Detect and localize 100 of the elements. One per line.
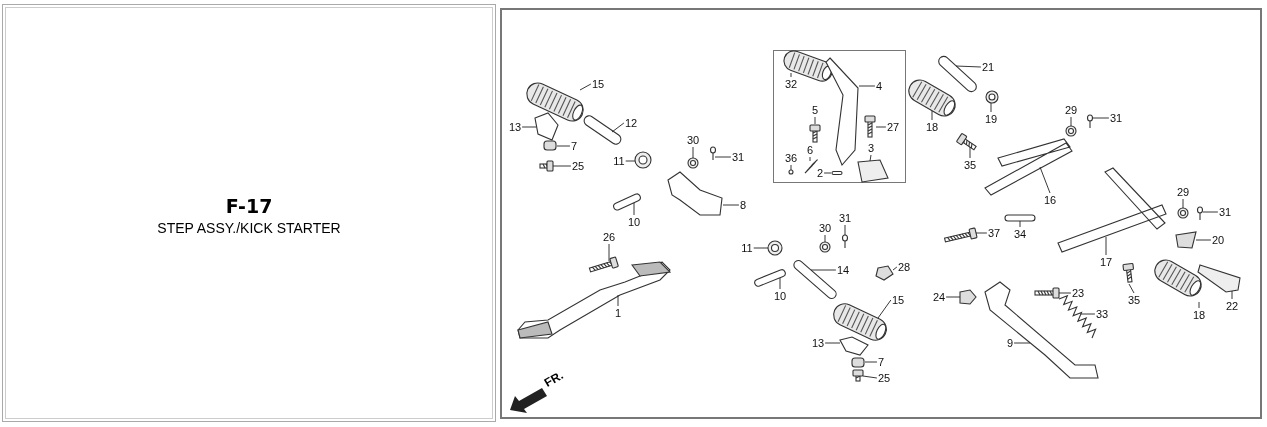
page-code: F-17 (225, 195, 273, 217)
leader-line (608, 243, 610, 262)
leader-line (1039, 166, 1051, 194)
leader-line (579, 83, 592, 91)
stay-drawing (1057, 167, 1167, 253)
leader-line (809, 156, 811, 162)
leader-line (892, 266, 898, 271)
callout-number: 7 (877, 356, 885, 368)
callout-number: 13 (508, 121, 522, 133)
brake-pedal-drawing (517, 261, 672, 339)
bracket-drawing (857, 159, 889, 183)
callout-number: 4 (875, 80, 883, 92)
leader-line (617, 294, 619, 307)
leader-line (790, 72, 792, 78)
subassembly-frame (773, 50, 906, 183)
washer-drawing (1065, 125, 1077, 137)
leader-line (1105, 236, 1107, 256)
callout-number: 36 (784, 152, 798, 164)
callout-number: 28 (897, 261, 911, 273)
callout-number: 29 (1064, 104, 1078, 116)
leader-line (722, 204, 740, 206)
leader-line (844, 224, 846, 236)
leader-line (1013, 342, 1031, 344)
leader-line (1198, 301, 1200, 309)
kick-lever-drawing (825, 57, 859, 167)
leader-line (864, 361, 878, 363)
callout-number: 34 (1013, 228, 1027, 240)
plate-drawing (1197, 264, 1241, 293)
stay-drawing (984, 138, 1073, 196)
callout-number: 31 (731, 151, 745, 163)
callout-number: 33 (1095, 308, 1109, 320)
leader-line (814, 116, 816, 125)
callout-number: 30 (686, 134, 700, 146)
leader-line (955, 65, 982, 68)
leader-line (810, 269, 837, 271)
leader-line (552, 165, 572, 167)
callout-number: 31 (1218, 206, 1232, 218)
leader-line (1070, 116, 1072, 127)
bracket-drawing (839, 336, 869, 356)
washer-drawing (985, 90, 999, 104)
callout-number: 18 (925, 121, 939, 133)
leader-line (1202, 211, 1219, 213)
callout-number: 21 (981, 61, 995, 73)
leader-line (1231, 290, 1233, 300)
washer-drawing (819, 241, 831, 253)
leader-line (931, 110, 933, 121)
bolt-drawing (864, 115, 876, 138)
bracket-drawing (667, 171, 723, 216)
callout-number: 23 (1071, 287, 1085, 299)
spring-drawing (804, 159, 819, 174)
leader-line (753, 247, 769, 249)
leader-line (824, 342, 841, 344)
pin-drawing (831, 170, 843, 176)
callout-number: 10 (773, 290, 787, 302)
ball-drawing (788, 169, 794, 175)
leader-line (975, 232, 988, 234)
callout-number: 35 (1127, 294, 1141, 306)
leader-line (714, 156, 732, 158)
callout-number: 12 (624, 117, 638, 129)
callout-number: 11 (613, 155, 625, 167)
nut-drawing (875, 265, 894, 281)
collar-drawing (543, 140, 557, 151)
leader-line (824, 234, 826, 243)
callout-number: 17 (1099, 256, 1113, 268)
callout-number: 5 (811, 104, 819, 116)
bolt-drawing (809, 124, 821, 143)
leader-line (877, 299, 892, 319)
leader-line (862, 375, 878, 379)
leader-line (869, 154, 872, 162)
leader-line (779, 277, 781, 290)
leader-line (692, 146, 694, 159)
callout-number: 31 (1109, 112, 1123, 124)
callout-number: 29 (1176, 186, 1190, 198)
callout-number: 15 (891, 294, 905, 306)
callout-number: 22 (1225, 300, 1239, 312)
washer-drawing (1177, 207, 1189, 219)
leader-line (1195, 239, 1212, 241)
leader-line (823, 172, 832, 174)
callout-number: 37 (987, 227, 1001, 239)
callout-number: 27 (886, 121, 900, 133)
callout-number: 26 (602, 231, 616, 243)
callout-number: 2 (816, 167, 824, 179)
callout-number: 19 (984, 113, 998, 125)
leader-line (1182, 198, 1184, 209)
leader-line (969, 146, 971, 159)
leader-line (1092, 117, 1110, 119)
bolt-drawing (539, 160, 554, 172)
callout-number: 14 (836, 264, 850, 276)
callout-number: 7 (570, 140, 578, 152)
bolt-drawing (852, 369, 864, 382)
callout-number: 6 (806, 144, 814, 156)
callout-number: 15 (591, 78, 605, 90)
leader-line (521, 126, 537, 128)
cotter-pin-drawing (709, 146, 717, 161)
cotter-pin-drawing (1196, 206, 1204, 221)
callout-number: 35 (963, 159, 977, 171)
leader-line (790, 164, 792, 171)
callout-number: 31 (838, 212, 852, 224)
leader-line (556, 145, 571, 147)
leader-line (858, 85, 876, 87)
